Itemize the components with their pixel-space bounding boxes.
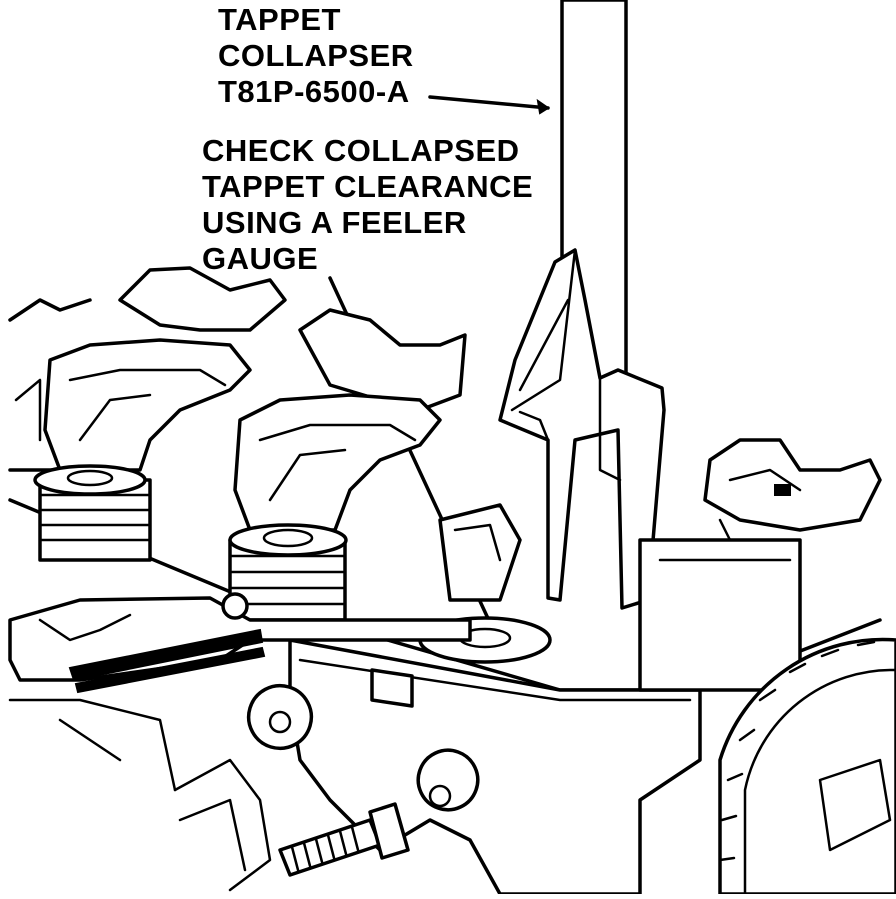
timing-gear — [718, 637, 896, 896]
tool-callout-line-3: T81P-6500-A — [218, 74, 410, 109]
feeler-gauge — [8, 592, 472, 792]
instruction-callout-line-2: TAPPET CLEARANCE — [202, 169, 534, 204]
instruction-callout-line-4: GAUGE — [202, 241, 319, 276]
tappet-collapser-tool — [498, 0, 666, 610]
instruction-callout: CHECK COLLAPSED TAPPET CLEARANCE USING A… — [202, 133, 533, 277]
tool-arrowhead — [536, 98, 550, 115]
tool-callout-line-1: TAPPET — [218, 2, 341, 37]
tool-leader-line — [428, 95, 550, 110]
instruction-callout-line-3: USING A FEELER — [202, 205, 467, 240]
rocker-arm-center — [228, 308, 467, 622]
tool-callout: TAPPET COLLAPSER T81P-6500-A — [218, 2, 414, 110]
tool-callout-line-2: COLLAPSER — [218, 38, 414, 73]
adjusting-bolt — [278, 802, 410, 877]
instruction-callout-line-1: CHECK COLLAPSED — [202, 133, 520, 168]
rocker-arm-right — [638, 438, 882, 692]
rocker-arm-left — [33, 266, 287, 562]
